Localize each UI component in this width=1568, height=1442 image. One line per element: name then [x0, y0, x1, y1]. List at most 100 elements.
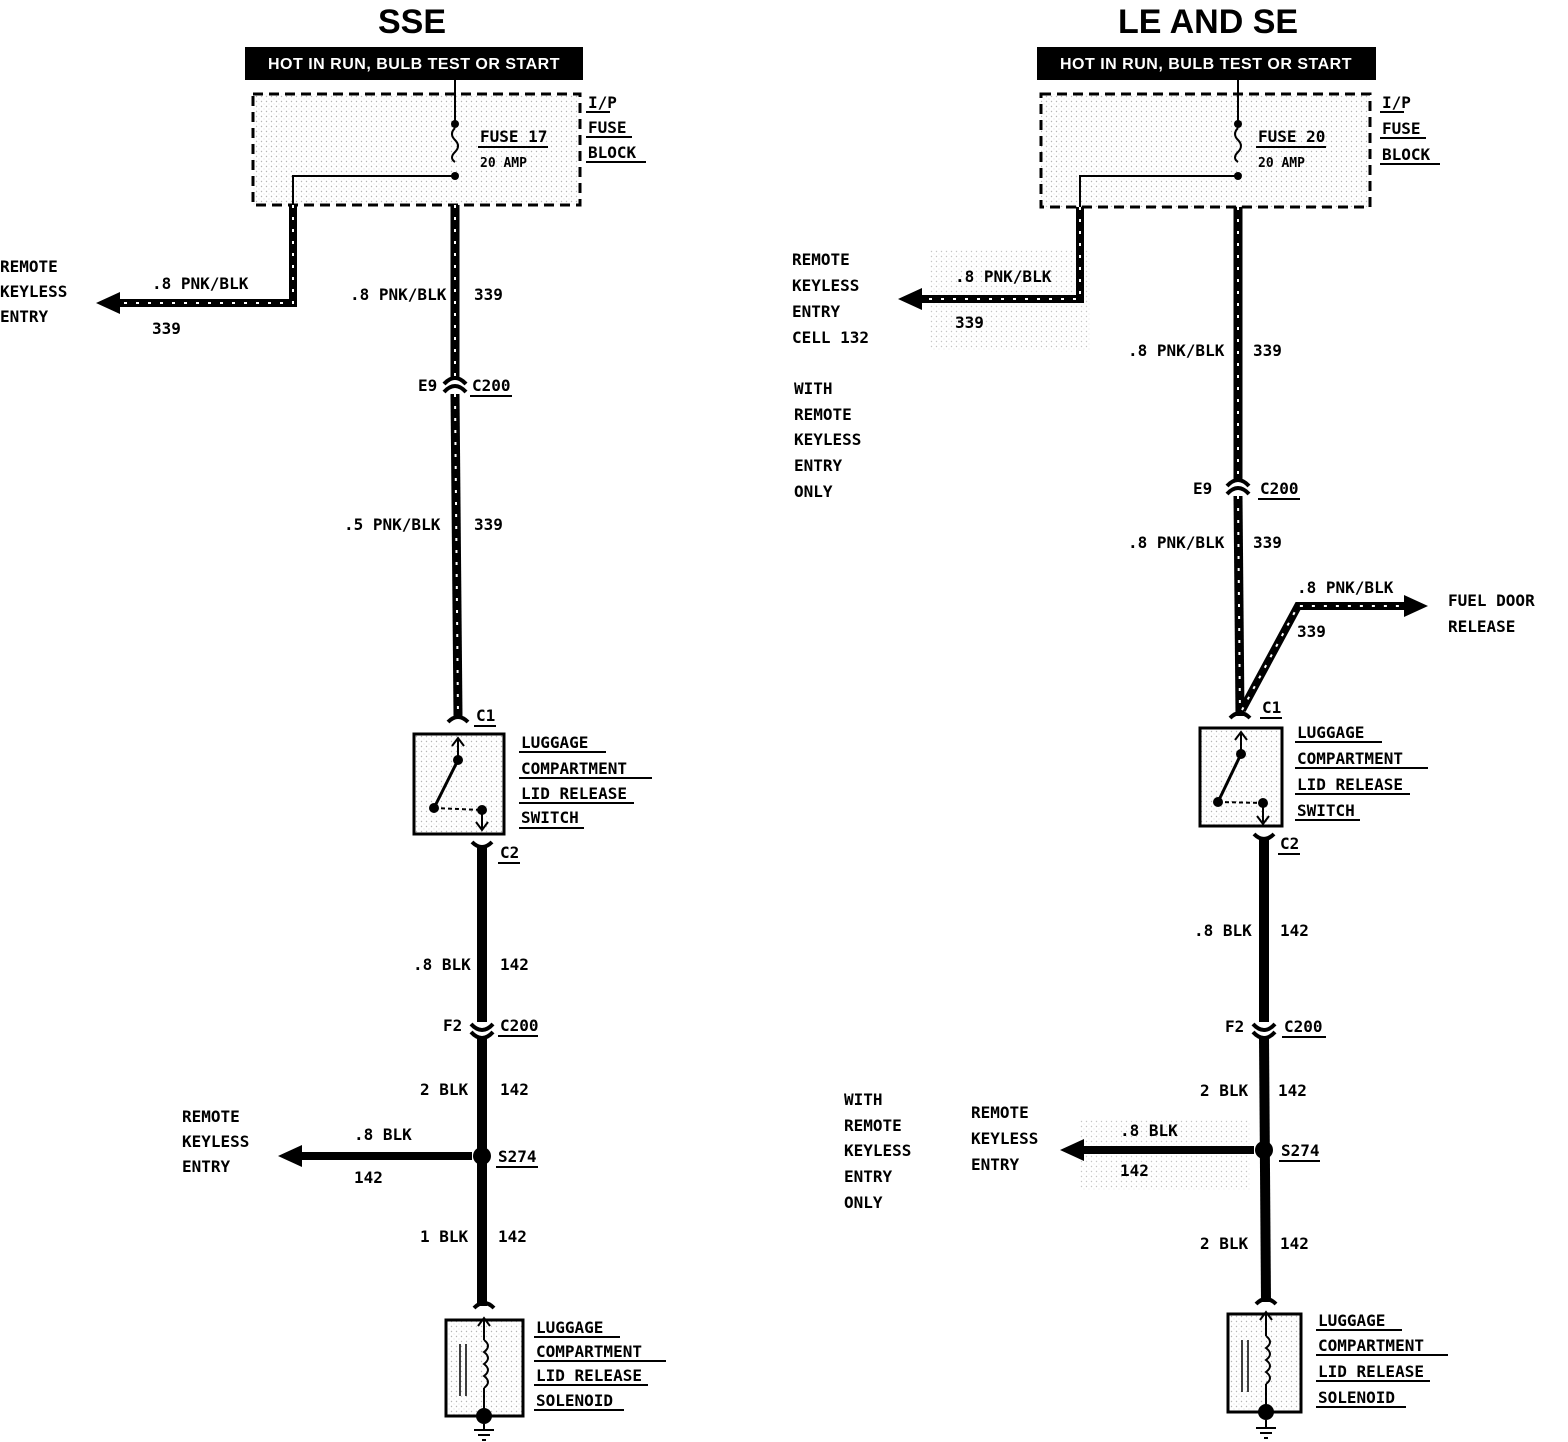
sse-solenoid-label-3: LID RELEASE: [536, 1366, 642, 1385]
le-se-switch-c1: C1: [1262, 698, 1281, 717]
sse-switch-c1: C1: [476, 706, 495, 725]
le-se-remote-bottom-1: REMOTE: [971, 1103, 1029, 1122]
le-se-with-remote-top-1: WITH: [794, 379, 833, 398]
sse-switch-c2: C2: [500, 843, 519, 862]
le-se-solenoid-label-2: COMPARTMENT: [1318, 1336, 1424, 1355]
sse-remote-bottom-1: REMOTE: [182, 1107, 240, 1126]
le-se-conn1-name: C200: [1260, 479, 1299, 498]
le-se-switch-label-4: SWITCH: [1297, 801, 1355, 820]
le-se-remote-top-2: KEYLESS: [792, 276, 859, 295]
sse-remote-top-3: ENTRY: [0, 307, 49, 326]
sse-conn2-pin: F2: [443, 1016, 462, 1035]
le-se-switch-c2: C2: [1280, 834, 1299, 853]
le-se-solenoid-label-1: LUGGAGE: [1318, 1311, 1385, 1330]
le-se-switch-label-1: LUGGAGE: [1297, 723, 1364, 742]
le-se-c200-top-connector: [1225, 478, 1251, 488]
sse-remote-top-arrow: [96, 292, 120, 314]
le-se-with-remote-bottom-3: KEYLESS: [844, 1141, 911, 1160]
le-se-wire2-circuit: 339: [1253, 533, 1282, 552]
le-se-wire2-gauge: .8 PNK/BLK: [1128, 533, 1225, 552]
sse-remote-top-1: REMOTE: [0, 257, 58, 276]
le-se-fuse-name: FUSE 20: [1258, 127, 1325, 146]
le-se-fuse-block-label-3: BLOCK: [1382, 145, 1431, 164]
le-se-solenoid-label-3: LID RELEASE: [1318, 1362, 1424, 1381]
sse-fuse-rating: 20 AMP: [480, 156, 527, 171]
le-se-remote-bottom-2: KEYLESS: [971, 1129, 1038, 1148]
sse-coil-icon: [482, 1339, 489, 1389]
sse-splice-s274: [473, 1147, 491, 1165]
le-se-splice-s274: [1255, 1141, 1273, 1159]
sse-wire5-circuit: 142: [498, 1227, 527, 1246]
sse-remote-bottom-arrow: [278, 1145, 302, 1167]
le-se-coil-icon: [1264, 1335, 1271, 1385]
sse-wire5-gauge: 1 BLK: [420, 1227, 469, 1246]
le-se-with-remote-bottom-5: ONLY: [844, 1193, 883, 1212]
sse-solenoid-label-1: LUGGAGE: [536, 1318, 603, 1337]
sse-remote-top-circuit: 339: [152, 319, 181, 338]
sse-switch-label-3: LID RELEASE: [521, 784, 627, 803]
sse-wire2-circuit: 339: [474, 515, 503, 534]
le-se-wire5-gauge: 2 BLK: [1200, 1234, 1249, 1253]
sse-wire2-gauge: .5 PNK/BLK: [344, 515, 441, 534]
le-se-fuse-icon: [1234, 127, 1242, 163]
sse-fuse-icon: [451, 127, 459, 163]
le-se-remote-bottom-wire: .8 BLK: [1120, 1121, 1178, 1140]
le-se-remote-bottom-circuit: 142: [1120, 1161, 1149, 1180]
sse-switch-label-2: COMPARTMENT: [521, 759, 627, 778]
sse-remote-bottom-2: KEYLESS: [182, 1132, 249, 1151]
sse-fuse-block: [251, 92, 582, 207]
sse-wire4-gauge: 2 BLK: [420, 1080, 469, 1099]
sse-remote-bottom-wire: .8 BLK: [354, 1125, 412, 1144]
le-se-conn1-pin: E9: [1193, 479, 1212, 498]
sse-remote-bottom-3: ENTRY: [182, 1157, 231, 1176]
le-se-fuse-block-label-1: I/P: [1382, 93, 1411, 112]
sse-conn1-pin: E9: [418, 376, 437, 395]
le-se-remote-bottom-arrow: [1060, 1139, 1084, 1161]
sse-banner-text: HOT IN RUN, BULB TEST OR START: [268, 56, 560, 73]
sse-wire3-gauge: .8 BLK: [413, 955, 471, 974]
le-se-wire3-circuit: 142: [1280, 921, 1309, 940]
sse-remote-top-2: KEYLESS: [0, 282, 67, 301]
le-se-with-remote-top-4: ENTRY: [794, 456, 843, 475]
le-se-wire1-circuit: 339: [1253, 341, 1282, 360]
sse-banner: [245, 47, 583, 80]
le-se-remote-top-3: ENTRY: [792, 302, 841, 321]
sse-wire1-gauge: .8 PNK/BLK: [350, 285, 447, 304]
le-se-lid-release-solenoid: [1226, 1312, 1303, 1414]
le-se-with-remote-bottom-4: ENTRY: [844, 1167, 893, 1186]
le-se-fuse-rating: 20 AMP: [1258, 156, 1305, 171]
le-se-wire1-gauge: .8 PNK/BLK: [1128, 341, 1225, 360]
sse-fuse-block-label-1: I/P: [588, 93, 617, 112]
sse-title: SSE: [378, 3, 446, 41]
sse-fuse-name: FUSE 17: [480, 127, 547, 146]
sse-wire4-circuit: 142: [500, 1080, 529, 1099]
sse-fuse-block-label-3: BLOCK: [588, 143, 637, 162]
le-se-title: LE AND SE: [1118, 3, 1298, 41]
sse-fuse-block-label-2: FUSE: [588, 118, 627, 137]
le-se-remote-bottom-3: ENTRY: [971, 1155, 1020, 1174]
le-se-wire4-gauge: 2 BLK: [1200, 1081, 1249, 1100]
sse-diagram: SSE HOT IN RUN, BULB TEST OR START I/P F…: [0, 3, 666, 1441]
sse-c200-bottom-connector: [469, 1022, 495, 1032]
le-se-fuel-label-2: RELEASE: [1448, 617, 1515, 636]
sse-c200-top-connector: [442, 376, 468, 386]
le-se-remote-top-1: REMOTE: [792, 250, 850, 269]
le-se-switch-label-3: LID RELEASE: [1297, 775, 1403, 794]
sse-switch-label-4: SWITCH: [521, 808, 579, 827]
sse-switch-label-1: LUGGAGE: [521, 733, 588, 752]
sse-solenoid-label-2: COMPARTMENT: [536, 1342, 642, 1361]
sse-conn2-name: C200: [500, 1016, 539, 1035]
sse-splice-label: S274: [498, 1147, 537, 1166]
le-se-with-remote-bottom-2: REMOTE: [844, 1116, 902, 1135]
le-se-remote-top-wire: .8 PNK/BLK: [955, 267, 1052, 286]
le-se-wire4-circuit: 142: [1278, 1081, 1307, 1100]
le-se-remote-top-circuit: 339: [955, 313, 984, 332]
le-se-remote-top-arrow: [898, 288, 922, 310]
le-se-fuse-block-label-2: FUSE: [1382, 119, 1421, 138]
le-se-fuel-wire: .8 PNK/BLK: [1297, 578, 1394, 597]
le-se-splice-label: S274: [1281, 1141, 1320, 1160]
le-se-c200-bottom-connector: [1251, 1022, 1277, 1032]
le-se-diagram: LE AND SE HOT IN RUN, BULB TEST OR START…: [792, 3, 1535, 1439]
le-se-fuel-label-1: FUEL DOOR: [1448, 591, 1535, 610]
